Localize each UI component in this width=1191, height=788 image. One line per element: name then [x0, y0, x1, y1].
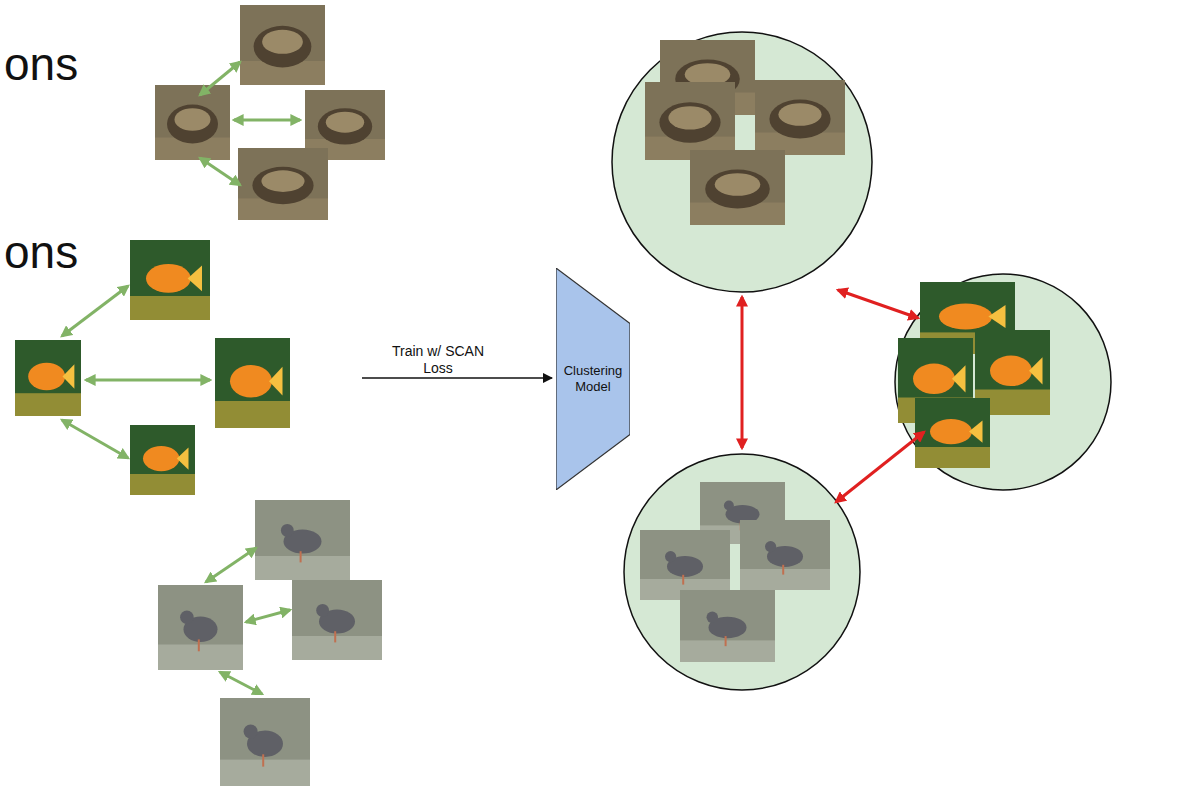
fish-photo	[215, 338, 290, 428]
cluster-circle	[895, 274, 1111, 490]
bird-photo	[640, 530, 730, 600]
train-arrow	[362, 377, 552, 379]
cut-heading: ons	[4, 226, 78, 278]
cluster-circle	[612, 32, 872, 292]
bird-photo	[220, 698, 310, 786]
bird-photo	[255, 500, 350, 580]
turtle-photo	[755, 80, 845, 155]
bird-photo	[292, 580, 382, 660]
turtle-photo	[155, 85, 230, 160]
cut-heading: ons	[4, 38, 78, 90]
cluster-circle	[624, 454, 860, 690]
arrow-label: Train w/ SCAN Loss	[383, 343, 493, 377]
turtle-photo	[240, 5, 325, 85]
turtle-photo	[645, 82, 735, 160]
red-arrows	[742, 290, 924, 502]
fish-photo	[915, 398, 990, 468]
turtle-photo	[690, 150, 785, 225]
green-arrows	[62, 62, 300, 694]
fish-photo	[15, 340, 81, 416]
bird-photo	[680, 590, 775, 662]
fish-photo	[130, 240, 210, 320]
model-label: Clustering Model	[556, 363, 630, 395]
bird-photo	[158, 585, 243, 670]
bird-photo	[740, 520, 830, 590]
turtle-photo	[238, 148, 328, 220]
fish-photo	[130, 425, 195, 495]
clustering-model-trapezoid: Clustering Model	[556, 268, 630, 490]
